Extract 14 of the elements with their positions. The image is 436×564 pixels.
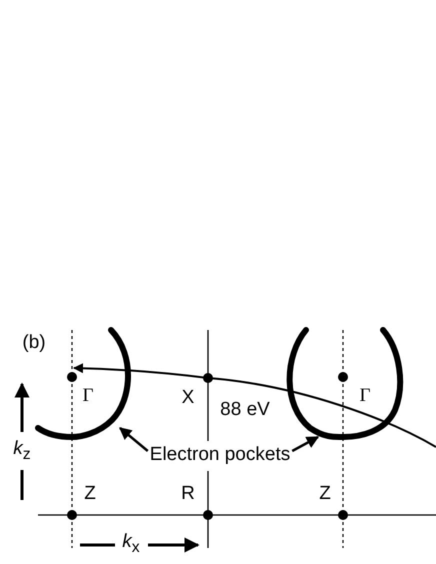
- panel-label: (b): [22, 332, 46, 354]
- point-label: Γ: [82, 385, 94, 407]
- callout-text: Electron pockets: [150, 444, 290, 466]
- pocket-curve: [286, 327, 404, 440]
- point-label: Z: [319, 483, 331, 505]
- point-label: R: [181, 483, 195, 505]
- axis-label: k$_{x}$: [122, 531, 140, 558]
- axis-label: k$_{z}$: [13, 438, 31, 465]
- point-label: X: [182, 387, 194, 409]
- point-label: Γ: [360, 385, 370, 407]
- leader-arrow: [119, 427, 149, 452]
- leader-arrow: [292, 436, 320, 452]
- energy-label: 88 eV: [220, 399, 270, 421]
- point-label: Z: [84, 483, 96, 505]
